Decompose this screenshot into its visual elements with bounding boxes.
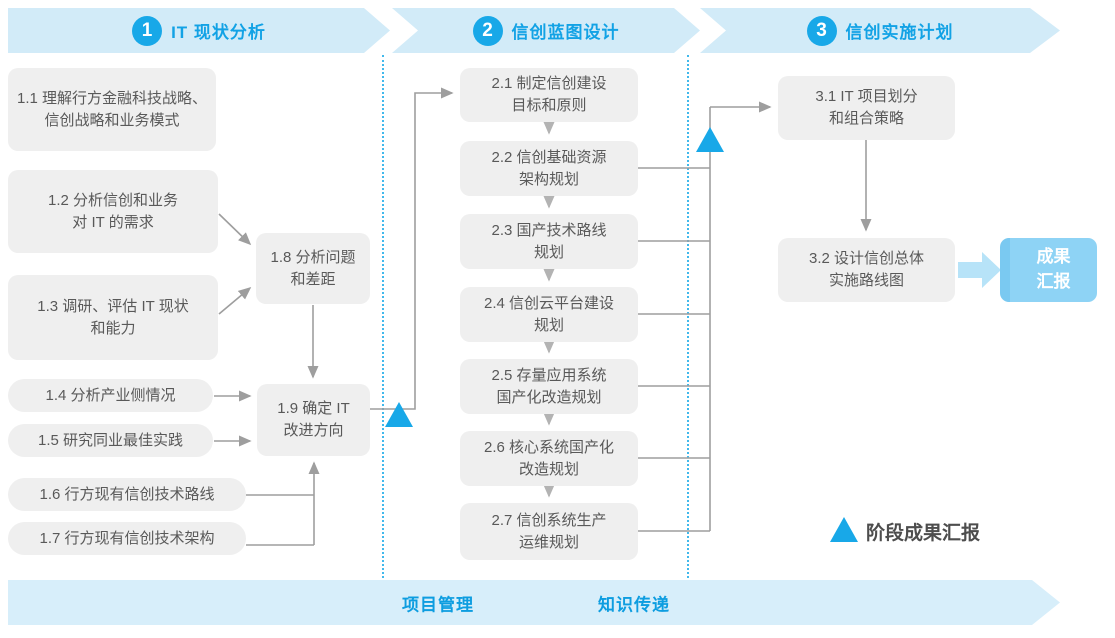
task-box-2-1: 2.1 制定信创建设 目标和原则 [460,68,638,122]
task-box-3-1: 3.1 IT 项目划分 和组合策略 [778,76,955,140]
legend-label: 阶段成果汇报 [866,523,981,544]
task-box-1-7: 1.7 行方现有信创技术架构 [8,522,246,555]
phase1-number-badge: 1 [132,16,162,46]
task-box-1-9: 1.9 确定 IT 改进方向 [257,384,370,456]
task-box-1-8: 1.8 分析问题 和差距 [256,233,370,304]
task-box-2-3: 2.3 国产技术路线 规划 [460,214,638,269]
footer-banner: 项目管理 知识传递 [8,580,1060,625]
connector-1-2-to-1-8 [218,213,252,246]
task-box-2-5: 2.5 存量应用系统 国产化改造规划 [460,359,638,414]
phase2-title: 信创蓝图设计 [511,23,620,42]
milestone-triangle-icon [385,402,413,427]
phase2-number-badge: 2 [473,16,503,46]
phase3-header: 3 信创实施计划 [700,8,1060,53]
phase3-number-badge: 3 [807,16,837,46]
task-box-1-2: 1.2 分析信创和业务 对 IT 的需求 [8,170,218,253]
task-box-1-3: 1.3 调研、评估 IT 现状 和能力 [8,275,218,360]
task-box-1-5: 1.5 研究同业最佳实践 [8,424,213,457]
milestone-triangle-icon [696,127,724,152]
task-box-2-7: 2.7 信创系统生产 运维规划 [460,503,638,560]
outcome-arrow-icon [958,252,1001,288]
outcome-report-box: 成果 汇报 [1000,238,1097,302]
task-box-2-6: 2.6 核心系统国产化 改造规划 [460,431,638,486]
phase1-title: IT 现状分析 [171,23,266,42]
phase2-phase3-divider [687,55,689,578]
task-box-1-4: 1.4 分析产业侧情况 [8,379,213,412]
phase2-header: 2 信创蓝图设计 [392,8,700,53]
footer-knowledge-transfer-label: 知识传递 [598,595,670,614]
task-box-2-2: 2.2 信创基础资源 架构规划 [460,141,638,196]
connector-1-3-to-1-8 [218,286,252,315]
legend-triangle-icon [830,517,858,542]
phase3-title: 信创实施计划 [845,23,954,42]
task-box-1-1: 1.1 理解行方金融科技战略、 信创战略和业务模式 [8,68,216,151]
task-box-3-2: 3.2 设计信创总体 实施路线图 [778,238,955,302]
task-box-2-4: 2.4 信创云平台建设 规划 [460,287,638,342]
footer-project-management-label: 项目管理 [402,595,474,614]
task-box-1-6: 1.6 行方现有信创技术路线 [8,478,246,511]
phase1-phase2-divider [382,55,384,578]
phase1-header: 1 IT 现状分析 [8,8,390,53]
